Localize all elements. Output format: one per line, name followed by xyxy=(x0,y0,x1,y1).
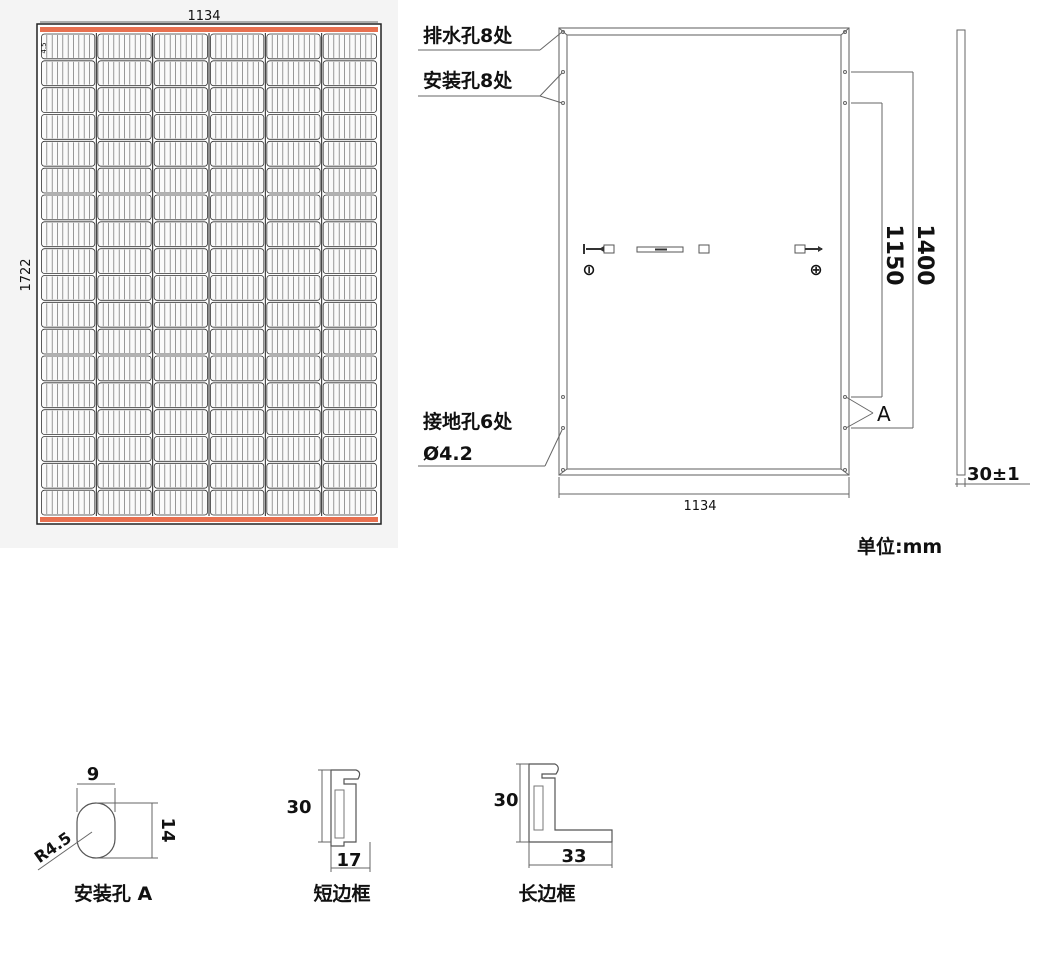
grounding-holes-label: 接地孔6处 xyxy=(423,410,513,433)
negative-terminal-icon: ⊖ xyxy=(580,263,599,276)
thickness-label: 30±1 xyxy=(967,464,1020,485)
side-profile xyxy=(956,29,966,476)
short-frame-profile xyxy=(330,769,361,847)
junction-box xyxy=(583,244,823,254)
front-view: 1134 1722 4.5 xyxy=(0,0,398,548)
front-width-label: 1134 xyxy=(187,9,220,24)
hole-a-radius-label: R4.5 xyxy=(31,828,75,867)
bottom-busbar xyxy=(40,517,378,522)
long-frame-profile xyxy=(528,763,613,843)
cell-grid xyxy=(41,33,377,516)
hole-a-width-label: 9 xyxy=(87,764,100,785)
detail-a-marker: A xyxy=(877,402,891,426)
back-frame-outer xyxy=(558,27,850,476)
mounting-holes-label: 安装孔8处 xyxy=(423,69,513,92)
mount-span-outer-label: 1400 xyxy=(912,224,937,285)
short-frame-width-label: 17 xyxy=(336,850,361,871)
top-busbar xyxy=(40,27,378,32)
detail-long-frame: 30 33 长边框 xyxy=(493,763,613,905)
detail-short-frame: 30 17 短边框 xyxy=(286,769,371,905)
mount-span-inner-label: 1150 xyxy=(881,224,906,285)
long-frame-title: 长边框 xyxy=(518,882,575,905)
long-frame-width-label: 33 xyxy=(561,846,586,867)
positive-terminal-icon: ⊕ xyxy=(807,263,826,276)
grounding-diameter-label: Ø4.2 xyxy=(423,443,473,465)
back-view: ⊖ ⊕ 排水孔8处 安装孔8处 接地孔6处 Ø4.2 1400 1150 A 1… xyxy=(418,24,937,514)
side-view: 30±1 xyxy=(955,29,1030,487)
hole-a-title: 安装孔 A xyxy=(74,882,153,905)
unit-label: 单位:mm xyxy=(857,535,942,558)
short-frame-height-label: 30 xyxy=(286,797,311,818)
front-height-label: 1722 xyxy=(19,258,34,291)
short-frame-title: 短边框 xyxy=(313,882,370,905)
back-frame-inner xyxy=(566,34,842,470)
back-width-label: 1134 xyxy=(683,499,716,514)
drain-holes-label: 排水孔8处 xyxy=(423,24,513,47)
hole-a-slot xyxy=(76,802,116,859)
long-frame-height-label: 30 xyxy=(493,790,518,811)
detail-hole-a: 9 14 R4.5 安装孔 A xyxy=(31,764,178,905)
hole-a-height-label: 14 xyxy=(157,817,178,842)
front-corner-label: 4.5 xyxy=(40,42,48,53)
